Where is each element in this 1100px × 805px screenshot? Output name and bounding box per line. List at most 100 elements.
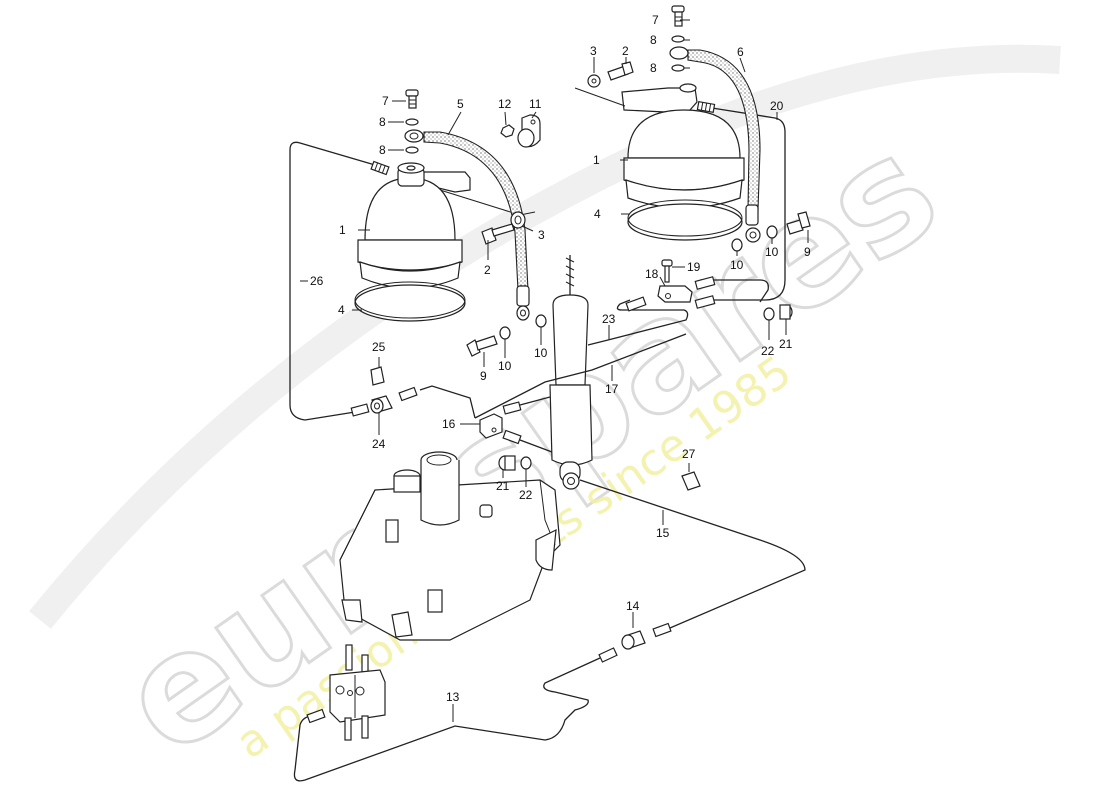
sealing-washer-10-center-b [535,314,547,328]
callout-22-right: 22 [761,344,775,358]
callout-19: 19 [687,260,701,274]
callout-3-left: 3 [538,228,545,242]
line-clip-27[interactable] [681,471,701,491]
reservoir-group [339,451,561,641]
callout-8-left-b: 8 [379,143,386,157]
callout-10-center-b: 10 [534,346,548,360]
callout-2-right: 2 [622,44,629,58]
t-piece-18[interactable] [657,285,693,303]
sealing-washer-right-lower [671,64,685,72]
callout-8-right-a: 8 [650,33,657,47]
hose-clamp-11 [517,114,541,148]
fitting-16b [502,429,522,445]
callout-22-lower: 22 [519,488,533,502]
callout-9-right: 9 [804,245,811,259]
callout-10-right-a: 10 [730,258,744,272]
left-lower-fittings [350,366,418,417]
callout-23: 23 [602,312,616,326]
bolt-2-left [481,223,515,245]
callout-8-right-b: 8 [650,61,657,75]
fitting-23 [625,296,647,312]
hose-connector-21-right [779,304,793,320]
shock-strut-group [549,255,593,490]
callout-12: 12 [498,97,512,111]
reservoir-clip-a [385,519,399,543]
center-lines [419,259,769,419]
watermark: eurospares a passion for parts since 198… [29,44,1061,791]
pressure-line-23[interactable] [587,299,689,346]
nut-12 [500,124,515,138]
banjo-eye-left [404,129,424,143]
shock-strut-upper [552,294,589,386]
fitting-15 [652,622,672,638]
bolt-2-right [607,61,634,81]
callout-17: 17 [605,382,619,396]
fitting-18a [694,276,716,290]
callout-numbers: 1 1 2 2 3 3 4 4 5 6 7 7 8 8 8 8 9 9 10 1… [310,13,811,704]
banjo-bolt-9-center [466,335,498,357]
callout-20: 20 [770,99,784,113]
accumulator-dome-right [627,109,741,159]
pressure-line-13[interactable] [293,657,601,782]
line-clip-25[interactable] [370,366,385,386]
hose-connector-21-lower [498,455,516,471]
callout-4-left: 4 [338,303,345,317]
callout-6: 6 [737,45,744,59]
callout-21-lower: 21 [496,479,510,493]
center-fasteners [466,314,547,357]
callout-1-left: 1 [339,223,346,237]
valve-block[interactable] [306,644,386,741]
fitting-16a [502,401,522,415]
callout-14: 14 [626,599,640,613]
sealing-washer-right-upper [671,35,685,43]
callout-1-right: 1 [593,153,600,167]
reservoir-clip-b [427,589,443,613]
washer-3-right [587,74,601,88]
callout-5: 5 [457,97,464,111]
watermark-swoosh [29,44,1061,629]
callout-16: 16 [442,417,456,431]
distributor-block-16[interactable] [479,413,503,439]
callout-3-right: 3 [590,44,597,58]
callout-21-right: 21 [779,337,793,351]
banjo-bolt-right [671,5,685,27]
sealing-washer-left-lower [405,146,419,154]
accumulator-body-left [357,239,463,271]
fitting-14 [598,647,618,663]
pressure-line-17[interactable] [474,333,687,419]
fitting-18b [694,295,716,309]
right-accumulator-group [574,5,811,301]
pressure-line-15[interactable] [579,479,806,631]
callout-25: 25 [372,340,386,354]
callout-26: 26 [310,274,324,288]
seal-ring-right [627,203,743,241]
hose-clip-22-right [763,307,775,321]
sealing-washer-10-center-a [499,326,511,340]
callout-8-left-a: 8 [379,115,386,129]
callout-11: 11 [529,97,542,111]
pressure-line-20[interactable] [711,107,786,301]
callout-9-center: 9 [480,369,487,383]
banjo-bolt-left [405,89,419,109]
callout-10-center-a: 10 [498,359,512,373]
callout-27: 27 [682,447,696,461]
pressure-line-26[interactable] [289,141,376,421]
hose-end-eye-right [745,227,761,243]
union-connector-14[interactable] [621,630,646,650]
hose-end-eye-left [516,305,530,321]
callout-18: 18 [645,267,659,281]
union-nut-24[interactable] [370,395,393,414]
left-accumulator-group [289,89,541,421]
callout-7-left: 7 [382,94,389,108]
banjo-bolt-9-right [786,211,811,235]
sealing-washer-10-right-a [731,238,743,252]
hose-clip-22-lower [520,456,532,470]
callout-10-right-b: 10 [765,245,779,259]
callouts [300,19,809,722]
callout-2-left: 2 [484,263,491,277]
line-fitting-20 [696,100,716,114]
callout-15: 15 [656,526,670,540]
callout-7-right: 7 [652,13,659,27]
fitting-26-lower [350,403,370,417]
